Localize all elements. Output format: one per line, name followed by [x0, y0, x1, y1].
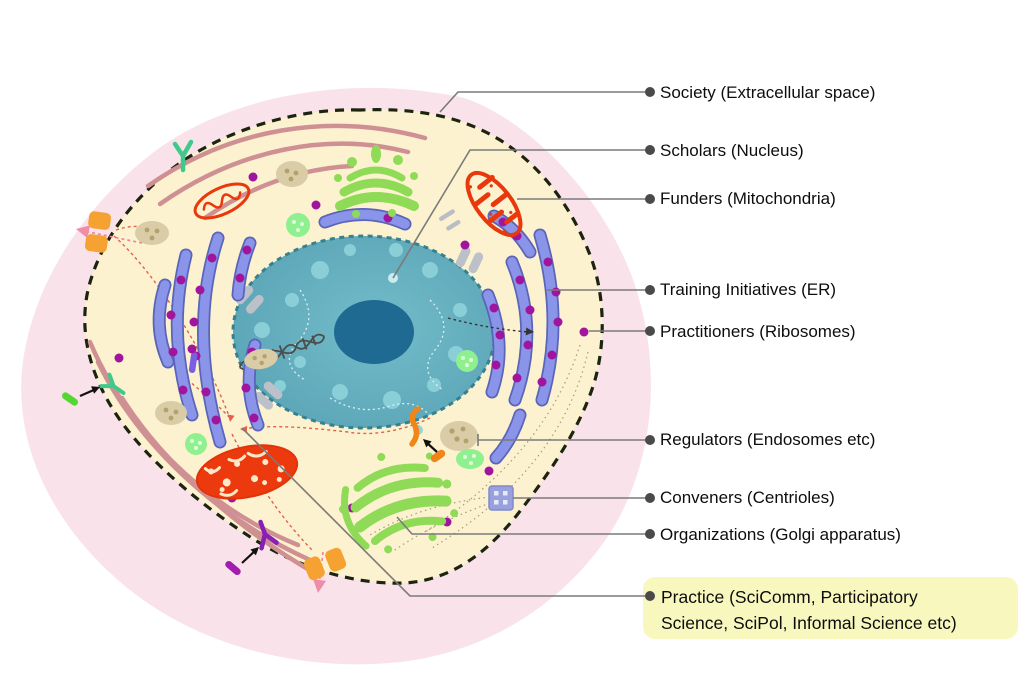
regulators-target-endosome [440, 421, 478, 451]
practice-highlight-box [643, 577, 1018, 639]
label-regulators: Regulators (Endosomes etc) [660, 430, 876, 449]
receptor-top [172, 139, 194, 173]
membrane-transporter-bottom [303, 547, 347, 593]
nucleus-to-er-arrow [447, 317, 534, 336]
label-training-initiatives: Training Initiatives (ER) [660, 280, 837, 299]
ribosomes [114, 172, 589, 527]
orange-enzyme [409, 406, 446, 463]
label-conveners: Conveners (Centrioles) [660, 488, 835, 507]
receptor-left [61, 372, 126, 406]
receptor-rod [187, 344, 198, 373]
nucleus [231, 234, 497, 435]
practitioners-target-ribosome [579, 327, 589, 337]
golgi-apparatus-bottom [339, 452, 459, 554]
label-scholars: Scholars (Nucleus) [660, 141, 804, 160]
nucleolus [334, 300, 414, 364]
centriole [488, 485, 514, 511]
mitochondrion-top-left [193, 182, 251, 220]
mitochondrion-right [465, 171, 523, 237]
golgi-apparatus-top [334, 145, 419, 218]
label-organizations: Organizations (Golgi apparatus) [660, 525, 901, 544]
endosomes [135, 161, 478, 451]
ligand-purple [225, 560, 241, 576]
nuclear-dotted-paths [288, 289, 445, 417]
lysosomes [185, 213, 484, 469]
leader-lines [241, 87, 655, 601]
label-funders: Funders (Mitochondria) [660, 189, 836, 208]
microtubules [369, 344, 589, 553]
label-practitioners: Practitioners (Ribosomes) [660, 322, 856, 341]
membrane-transporter-left [76, 211, 143, 253]
label-society: Society (Extracellular space) [660, 83, 876, 102]
nuclear-pores [235, 209, 484, 410]
ligand-green [61, 392, 79, 406]
label-practice: Practice (SciComm, Participatory Science… [661, 587, 957, 633]
receptor-bottom [225, 519, 279, 576]
